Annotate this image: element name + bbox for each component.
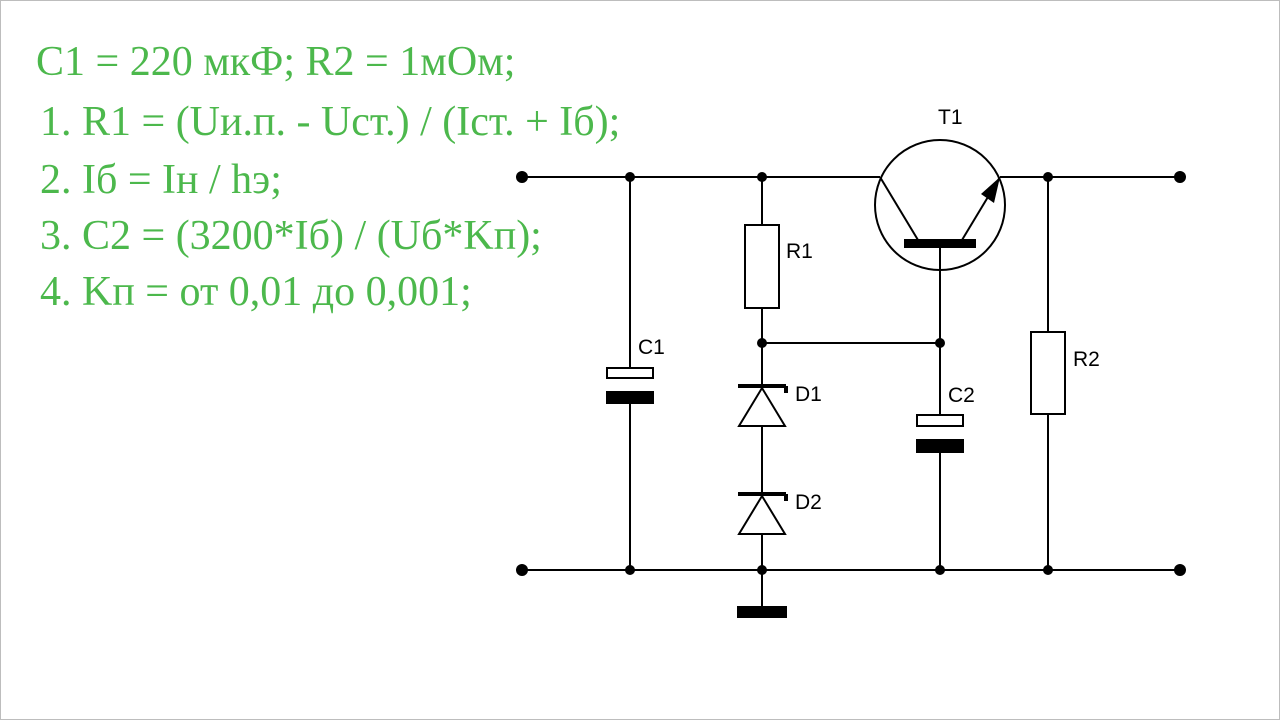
t1-base-bar: [904, 239, 976, 248]
c1-plate-negative: [606, 391, 654, 404]
formula-line-1: 1. R1 = (Uи.п. - Uст.) / (Iст. + Iб);: [40, 99, 621, 145]
c2-label: C2: [948, 384, 975, 407]
output-terminal-bottom: [1174, 564, 1186, 576]
junction-dot: [935, 338, 945, 348]
junction-dot: [1043, 172, 1053, 182]
ground-symbol: [737, 606, 787, 618]
d2-label: D2: [795, 491, 822, 514]
t1-envelope: [874, 139, 1006, 271]
c2-plate-negative: [916, 439, 964, 453]
t1-emitter-arrow: [981, 177, 1000, 203]
r2-label: R2: [1073, 348, 1100, 371]
c1-label: C1: [638, 336, 665, 359]
t1-collector: [879, 176, 919, 241]
input-terminal-top: [516, 171, 528, 183]
r2-resistor: [1030, 331, 1066, 415]
transistor-t1: [874, 139, 1006, 271]
terminals: [516, 171, 1186, 576]
input-terminal-bottom: [516, 564, 528, 576]
formula-header: C1 = 220 мкФ; R2 = 1мОм;: [36, 39, 516, 85]
formula-line-3: 3. C2 = (3200*Iб) / (Uб*Kп);: [40, 213, 542, 259]
junction-dot: [757, 172, 767, 182]
c2-plate-positive: [916, 414, 964, 427]
r1-label: R1: [786, 240, 813, 263]
junction-dot: [757, 565, 767, 575]
d1-triangle: [737, 386, 787, 427]
r1-resistor: [744, 224, 780, 309]
c1-plate-positive: [606, 367, 654, 379]
d2-triangle: [737, 494, 787, 535]
junction-dot: [935, 565, 945, 575]
junction-dot: [625, 565, 635, 575]
junctions: [625, 172, 1053, 575]
zener-d2: [737, 492, 788, 535]
junction-dot: [1043, 565, 1053, 575]
formula-line-4: 4. Kп = от 0,01 до 0,001;: [40, 269, 472, 315]
output-terminal-top: [1174, 171, 1186, 183]
t1-label: T1: [938, 106, 963, 129]
d1-label: D1: [795, 383, 822, 406]
junction-dot: [625, 172, 635, 182]
formula-line-2: 2. Iб = Iн / hэ;: [40, 157, 282, 203]
zener-d1: [737, 384, 788, 427]
junction-dot: [757, 338, 767, 348]
